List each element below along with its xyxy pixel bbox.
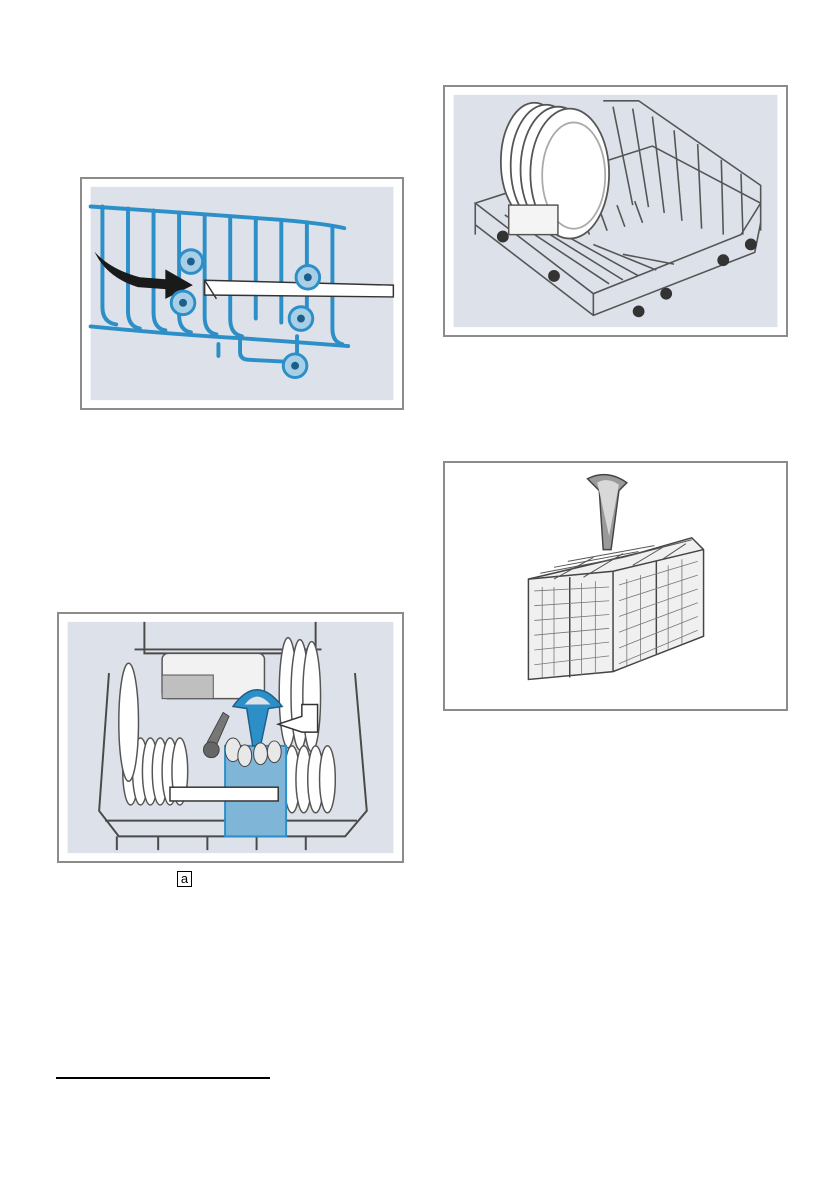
callout-label: a bbox=[177, 871, 192, 887]
label-bar bbox=[170, 787, 278, 801]
upper-rack-adjustment-figure bbox=[80, 177, 404, 410]
footnote-rule bbox=[56, 1077, 270, 1079]
container-lid bbox=[162, 675, 213, 699]
rack-adjustment-illustration bbox=[82, 179, 402, 408]
loaded-lower-rack-figure bbox=[57, 612, 404, 863]
container bbox=[509, 205, 558, 235]
plates-rack-figure bbox=[443, 85, 788, 337]
cutlery-basket-illustration bbox=[445, 463, 786, 709]
loaded-rack-illustration bbox=[59, 614, 402, 861]
plates-rack-illustration bbox=[445, 87, 786, 335]
cutlery-basket-figure bbox=[443, 461, 788, 711]
